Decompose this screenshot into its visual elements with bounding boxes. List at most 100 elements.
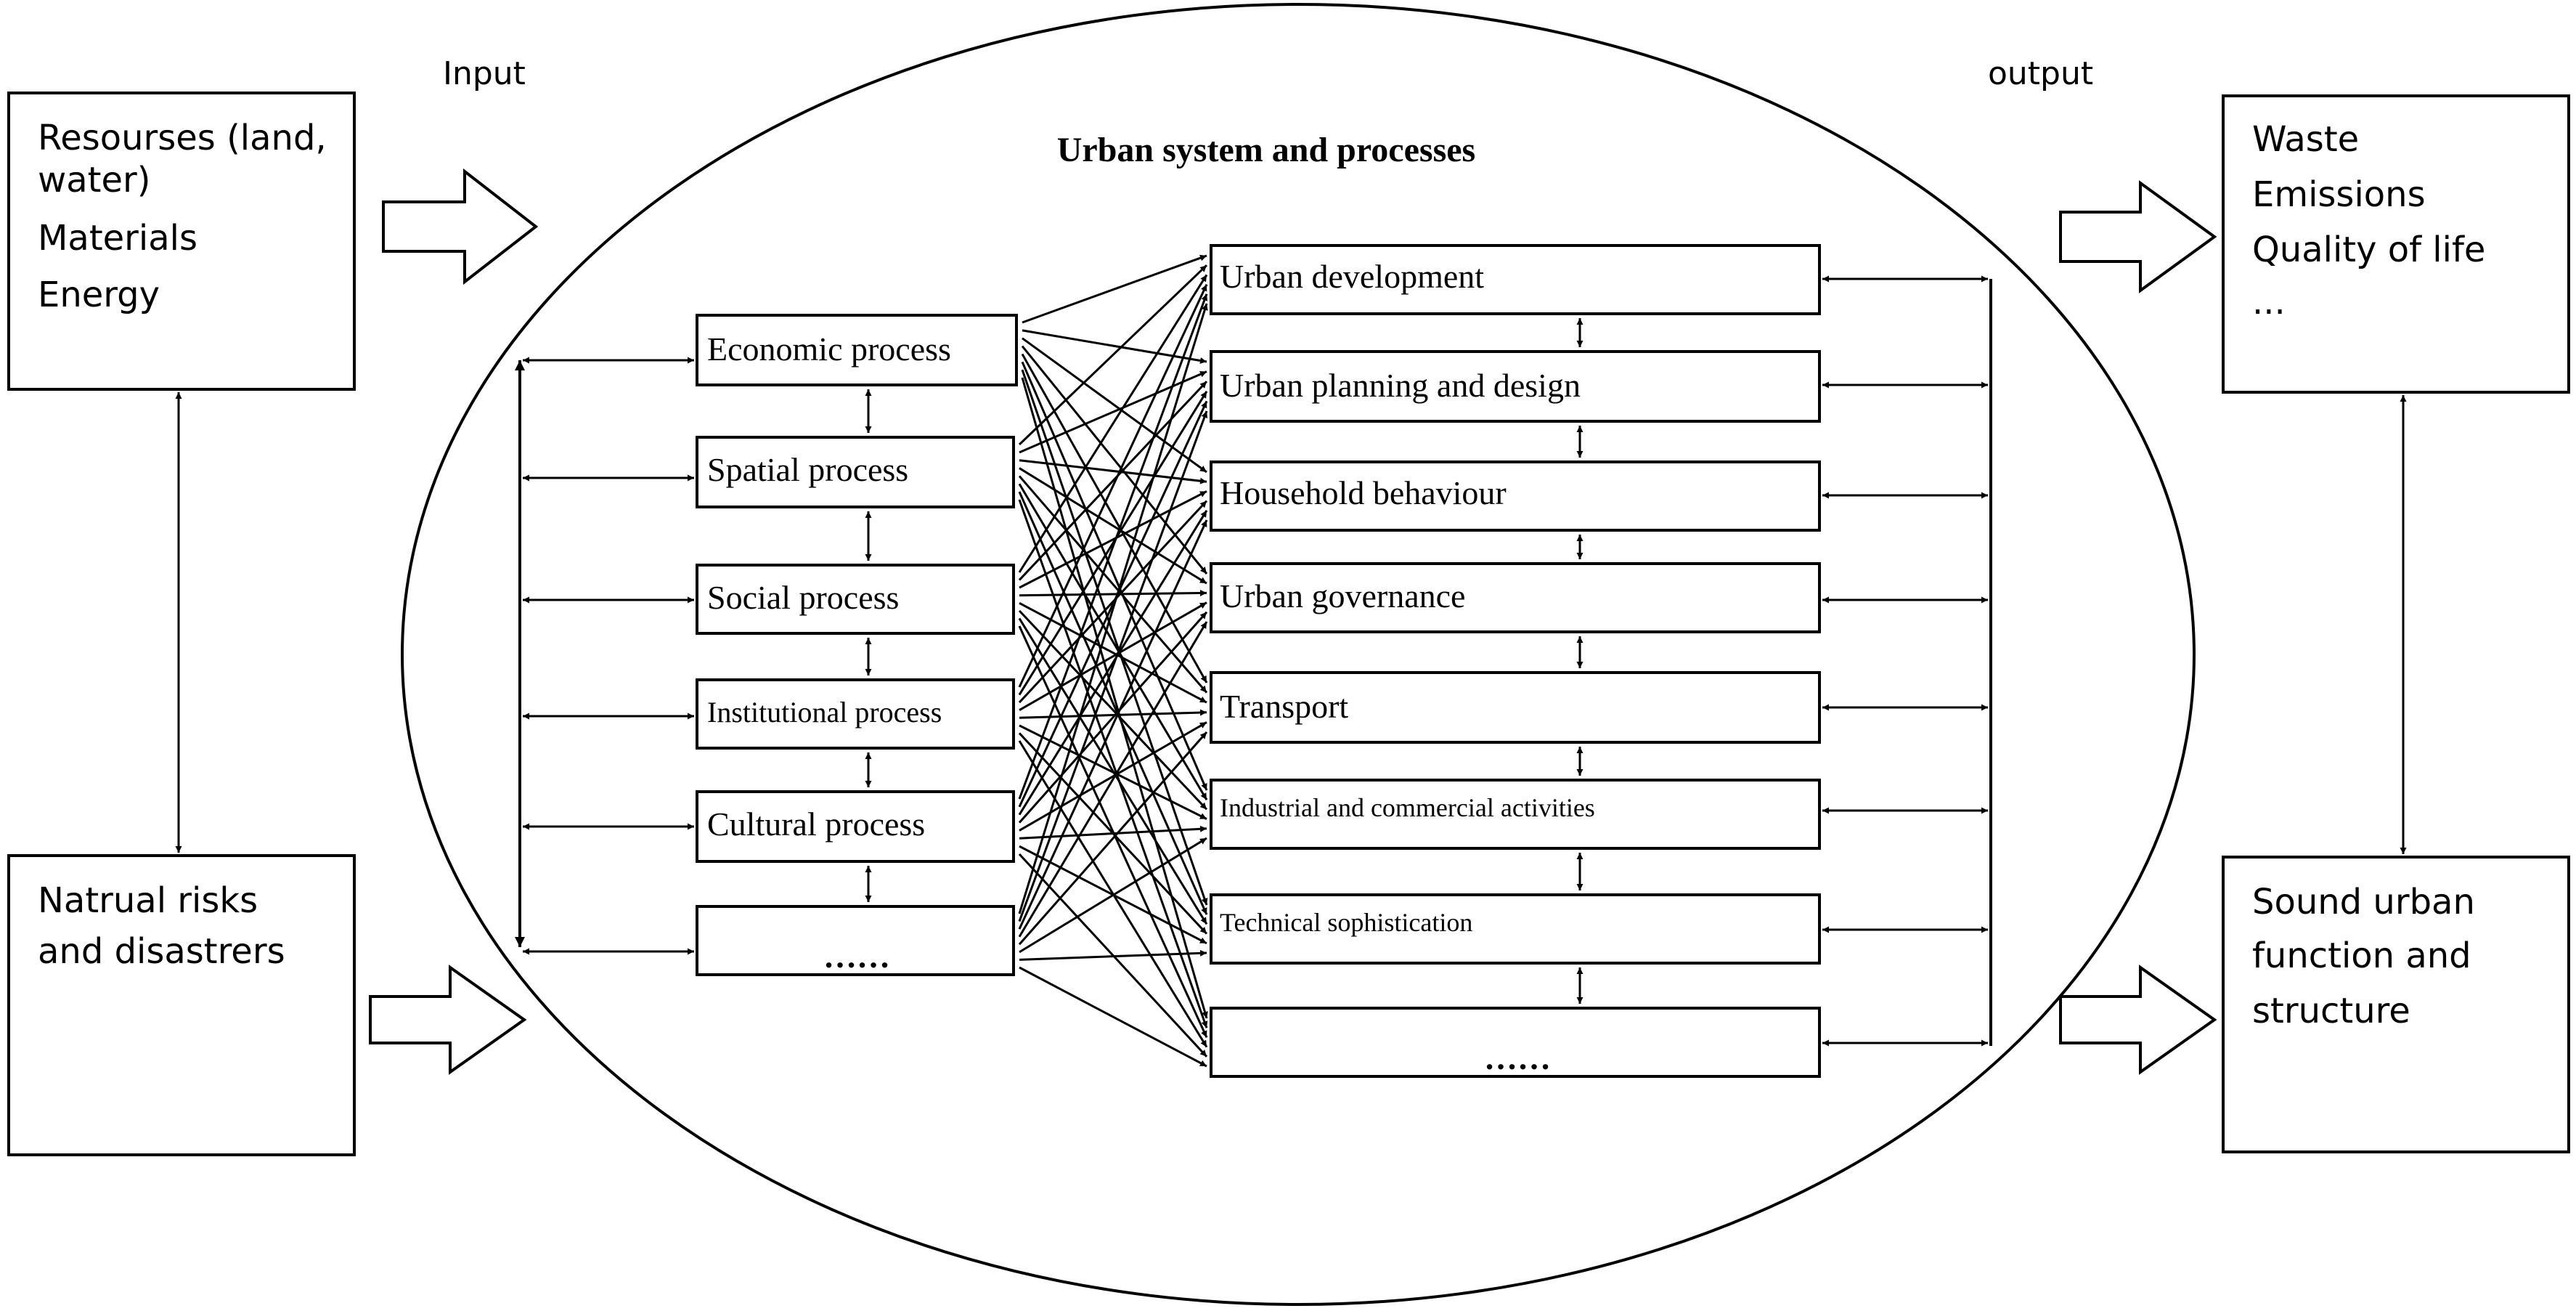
urban-system-ellipse [401,3,2196,1306]
outcomes-line: ... [2252,282,2286,322]
activity-label: Technical sophistication [1220,908,1472,937]
process-activity-arrow [1022,337,1207,474]
process-activity-arrow [1019,966,1207,1068]
process-activity-arrow [1019,837,1207,954]
process-label: Economic process [707,330,951,368]
resources-line: Materials [38,218,197,259]
process-box-economic: Economic process [696,314,1018,386]
process-boxes: Economic process Spatial process Social … [696,314,1018,976]
activity-label: Transport [1220,688,1348,725]
process-activity-arrow [1019,459,1207,484]
process-activity-arrow [1021,361,1208,791]
activity-box-governance: Urban governance [1210,562,1821,633]
process-activity-arrow [1018,499,1208,1028]
outcomes-text: Waste Emissions Quality of life ... [2252,119,2485,322]
process-activity-arrow [1019,370,1207,454]
resources-box [7,92,356,391]
activity-label: Urban governance [1220,577,1465,614]
input-block-arrow-top [382,168,539,285]
input-label: Input [443,55,526,92]
process-box-spatial: Spatial process [696,436,1015,508]
risks-line: and disastrers [38,931,285,972]
output-block-arrow-bottom [2059,965,2217,1075]
process-activity-arrow [1021,369,1208,906]
process-activity-arrow [1018,283,1208,688]
activity-label: …… [1484,1039,1551,1076]
process-activity-arrow [1018,391,1208,696]
activity-bus-links [1822,275,1988,1047]
function-box [2222,856,2570,1153]
process-activity-arrow [1022,254,1207,324]
function-line: function and [2252,935,2471,976]
process-box-social: Social process [696,564,1015,635]
process-activity-arrow [1021,353,1208,683]
process-activity-arrow [1018,381,1208,581]
process-bus-links [523,357,694,955]
activity-label: Household behaviour [1220,474,1507,511]
process-box-cultural: Cultural process [696,790,1015,863]
process-activity-arrow [1018,519,1208,930]
process-label: Spatial process [707,451,908,488]
process-activity-arrow [1018,611,1208,824]
process-activity-arrow [1021,377,1208,1019]
risks-line: Natrual risks [38,880,258,921]
activity-box-technical: Technical sophistication [1210,893,1821,965]
process-activity-arrow [1021,345,1208,575]
resources-line: water) [38,160,150,200]
output-block-arrow-top [2059,180,2217,293]
process-activity-arrow [1018,625,1208,1039]
resources-line: Energy [38,275,160,315]
input-block-arrow-bottom [369,965,527,1075]
process-activity-arrow [1018,293,1208,800]
outcomes-line: Quality of life [2252,230,2485,270]
output-label: output [1988,55,2093,92]
process-activity-arrow [1019,490,1207,589]
process-box-more: …… [696,905,1015,976]
activity-label: Urban planning and design [1220,367,1581,404]
risks-box [7,854,356,1156]
resources-text: Resourses (land, water) Materials Energy [38,118,327,315]
process-activity-arrow [1018,483,1208,800]
process-activity-arrow [1019,590,1207,597]
function-text: Sound urban function and structure [2252,882,2475,1031]
activity-box-household: Household behaviour [1210,460,1821,532]
outcomes-line: Emissions [2252,174,2426,215]
process-label: …… [823,938,890,975]
activity-box-transport: Transport [1210,671,1821,744]
activity-label: Industrial and commercial activities [1220,793,1595,822]
process-activity-arrow [1018,510,1208,816]
process-activity-arrow [1018,731,1208,946]
process-activity-arrow [1018,621,1208,938]
process-activity-arrow [1022,329,1207,364]
diagram-title: Urban system and processes [1057,131,1475,169]
activity-boxes: Urban development Urban planning and des… [1210,244,1821,1078]
process-activity-arrow [1019,467,1207,585]
process-activity-arrow [1018,475,1208,694]
process-activity-arrow [1018,303,1208,914]
process-activity-arrow [1018,274,1208,573]
stack-connectors [865,318,1583,1004]
process-activity-arrows [1018,254,1208,1068]
process-activity-arrow [1018,410,1208,922]
process-activity-arrow [1018,491,1208,915]
outcomes-line: Waste [2252,119,2359,160]
process-activity-arrow [1018,400,1208,808]
resources-line: Resourses (land, [38,118,327,158]
function-line: structure [2252,991,2410,1031]
activity-box-industrial: Industrial and commercial activities [1210,779,1821,850]
process-activity-arrow [1019,949,1207,961]
process-label: Institutional process [707,696,942,728]
function-line: Sound urban [2252,882,2475,922]
activity-box-urban-development: Urban development [1210,244,1821,315]
activity-box-more: …… [1210,1007,1821,1078]
process-box-institutional: Institutional process [696,678,1015,750]
process-activity-arrow [1018,264,1208,446]
process-label: Cultural process [707,805,925,843]
risks-text: Natrual risks and disastrers [38,880,285,972]
outcomes-box [2222,94,2570,394]
process-label: Social process [707,579,899,616]
activity-label: Urban development [1220,258,1484,295]
activity-box-planning: Urban planning and design [1210,350,1821,423]
process-activity-arrow [1019,601,1207,712]
